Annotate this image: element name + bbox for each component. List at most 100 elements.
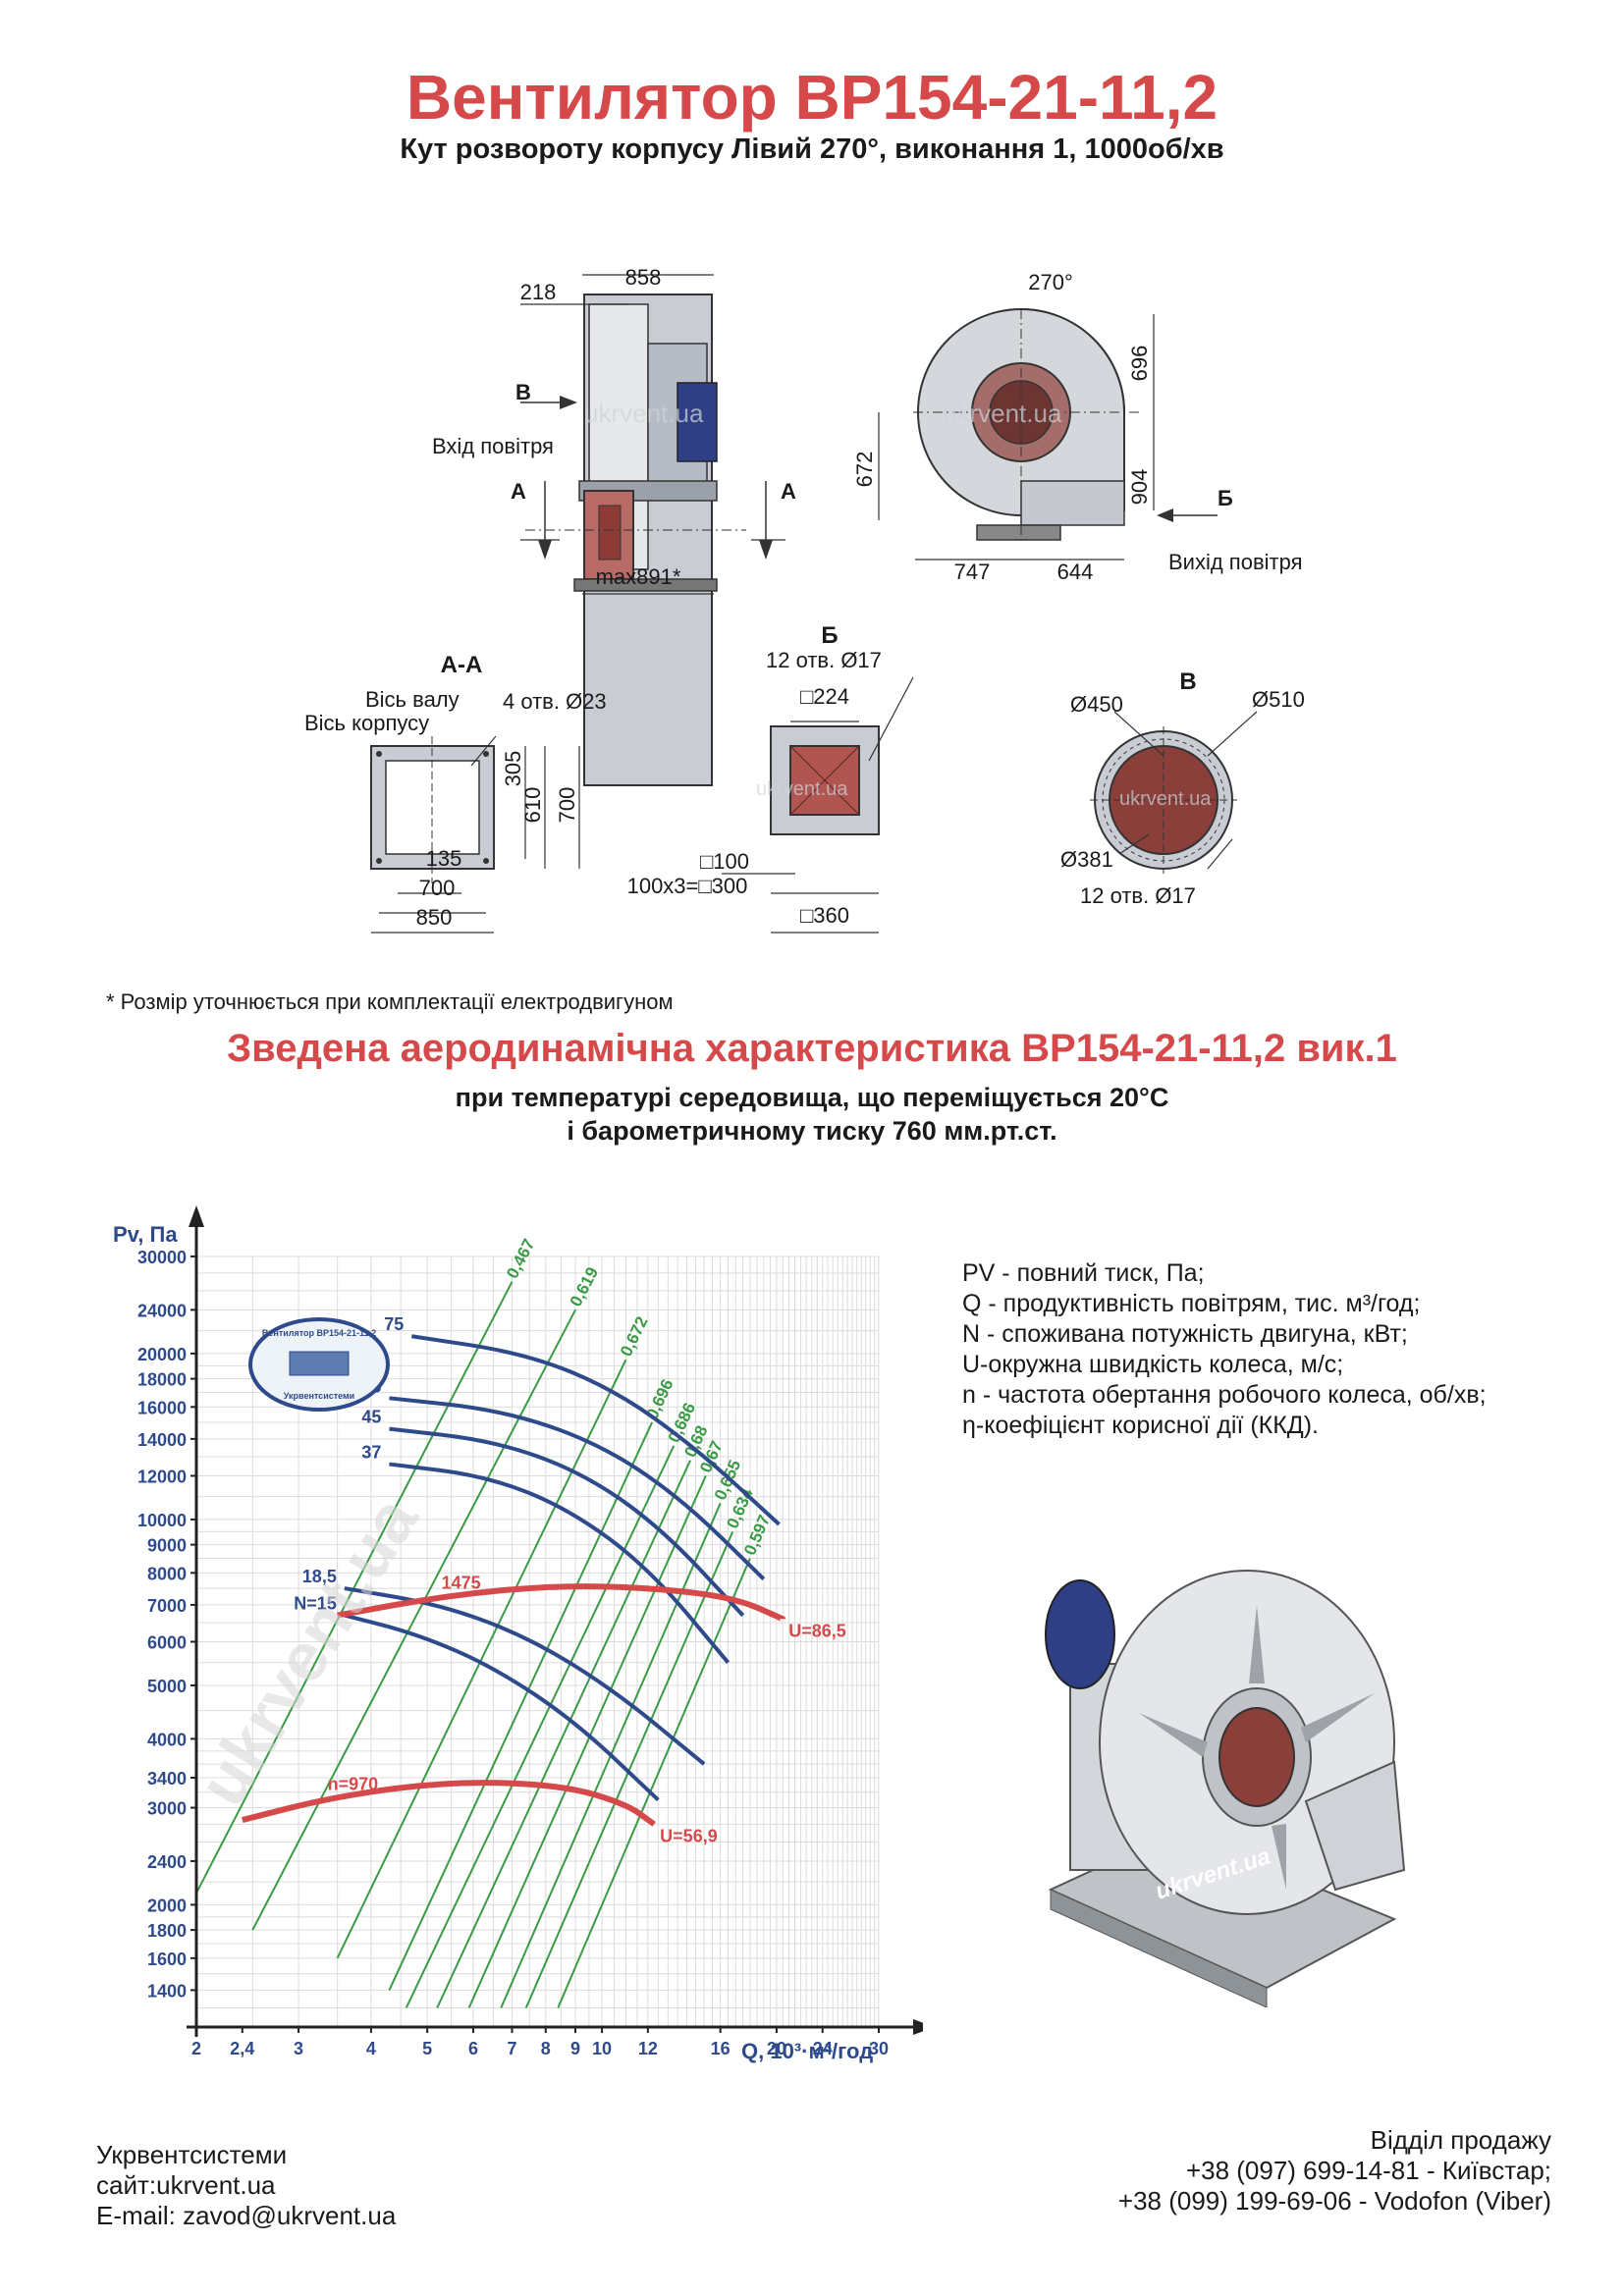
efficiency-line: [405, 1445, 676, 2008]
watermark-4: ukrvent.ua: [1119, 788, 1212, 810]
phone-2[interactable]: +38 (099) 199-69-06 - Vodofon (Viber): [1117, 2186, 1551, 2216]
email-link[interactable]: E-mail: zavod@ukrvent.ua: [96, 2201, 397, 2230]
x-tick-label: 24: [813, 2039, 833, 2058]
efficiency-line: [251, 1308, 576, 1931]
watermark-3: ukrvent.ua: [756, 778, 848, 800]
efficiency-line: [195, 1281, 514, 1894]
footer-contacts: Укрвентсистеми сайт:ukrvent.ua E-mail: z…: [96, 2140, 396, 2231]
section-a-left: А: [511, 479, 526, 504]
dim-360: □360: [800, 903, 849, 928]
dim-672: 672: [852, 452, 877, 488]
dim-700-v: 700: [555, 787, 579, 824]
holes-12x17-v: 12 отв. Ø17: [1080, 883, 1196, 908]
x-tick-label: 20: [767, 2039, 786, 2058]
sales-title: Відділ продажу: [1370, 2125, 1551, 2155]
speed-label: 1475: [442, 1574, 481, 1593]
x-tick-label: 3: [294, 2039, 303, 2058]
efficiency-line: [336, 1359, 627, 1959]
phone-1[interactable]: +38 (097) 699-14-81 - Київстар;: [1185, 2156, 1551, 2185]
efficiency-line: [467, 1475, 707, 2008]
holes-12x17-b: 12 отв. Ø17: [766, 648, 882, 672]
logo-text-1: Вентилятор ВР154-21-11,2: [262, 1328, 376, 1338]
x-axis-arrow: [913, 2019, 923, 2035]
power-label: 37: [361, 1443, 381, 1463]
dim-850: 850: [416, 905, 453, 930]
dim-224: □224: [800, 684, 849, 709]
chart-logo: Вентилятор ВР154-21-11,2 Укрвентсистеми: [248, 1317, 390, 1412]
y-tick-label: 3000: [147, 1799, 187, 1819]
outlet-label: Вихід повітря: [1168, 550, 1303, 574]
dim-d450: Ø450: [1070, 692, 1123, 717]
y-tick-label: 14000: [137, 1430, 187, 1450]
y-tick-label: 12000: [137, 1467, 187, 1486]
x-tick-label: 4: [366, 2039, 376, 2058]
y-tick-label: 8000: [147, 1564, 187, 1583]
x-tick-label: 7: [508, 2039, 517, 2058]
logo-text-2: Укрвентсистеми: [284, 1391, 354, 1401]
watermark-1: ukrvent.ua: [584, 399, 704, 428]
x-tick-label: 12: [638, 2039, 658, 2058]
aero-chart: 0,4670,6190,6720,6960,6860,680,670,6550,…: [113, 1205, 923, 2063]
legend-item: n - частота обертання робочого колеса, о…: [962, 1381, 1487, 1409]
footnote: * Розмір уточнюється при комплектації ел…: [106, 989, 674, 1014]
y-tick-label: 5000: [147, 1677, 187, 1696]
efficiency-line: [436, 1460, 691, 2008]
y-tick-label: 30000: [137, 1248, 187, 1267]
x-tick-label: 30: [869, 2039, 889, 2058]
shaft-axis-label: Вісь валу: [365, 687, 460, 712]
front-view-drawing: 270° 696 672 904 747 644 Б Вихід повітря: [852, 270, 1303, 584]
dim-d510: Ø510: [1252, 687, 1305, 712]
view-b-flange-drawing: Б 12 отв. Ø17 □224 □100 100х3=□300 □360: [627, 622, 914, 934]
page-subtitle: Кут розвороту корпусу Лівий 270°, викона…: [400, 133, 1224, 165]
y-axis-arrow: [189, 1205, 204, 1227]
power-curve: [389, 1462, 731, 1665]
x-tick-label: 8: [541, 2039, 551, 2058]
y-tick-label: 2000: [147, 1896, 187, 1915]
dim-305: 305: [501, 751, 525, 787]
speed-curve: [337, 1583, 785, 1622]
aero-title: Зведена аеродинамічна характеристика ВР1…: [227, 1027, 1397, 1070]
view-v-title: В: [1179, 668, 1196, 695]
dim-d381: Ø381: [1060, 847, 1113, 872]
dim-644: 644: [1057, 560, 1094, 584]
speed-end-label: U=56,9: [660, 1826, 718, 1845]
footer-sales: Відділ продажу +38 (097) 699-14-81 - Киї…: [1118, 2125, 1551, 2216]
dim-300: 100х3=□300: [627, 874, 748, 898]
body-axis-label: Вісь корпусу: [304, 711, 429, 735]
y-tick-label: 20000: [137, 1345, 187, 1364]
dim-700-h: 700: [419, 876, 456, 900]
drawings: 858 218 В Вхід повітря А А max891* 270° …: [304, 265, 1305, 934]
y-tick-label: 7000: [147, 1596, 187, 1616]
y-tick-label: 1800: [147, 1921, 187, 1941]
x-tick-label: 10: [592, 2039, 612, 2058]
company-name: Укрвентсистеми: [96, 2140, 288, 2169]
dim-696: 696: [1127, 346, 1152, 382]
section-a-right: А: [781, 479, 796, 504]
site-link[interactable]: сайт:ukrvent.ua: [96, 2170, 276, 2200]
y-tick-label: 6000: [147, 1633, 187, 1653]
dim-904: 904: [1127, 469, 1152, 506]
side-view-drawing: 858 218 В Вхід повітря А А max891*: [432, 265, 796, 786]
power-curve: [389, 1426, 745, 1617]
efficiency-line: [524, 1531, 734, 2008]
label-b: В: [515, 380, 531, 404]
dim-100: □100: [700, 849, 749, 874]
x-tick-label: 16: [711, 2039, 731, 2058]
dim-135: 135: [426, 846, 462, 871]
power-label: 75: [384, 1314, 404, 1334]
legend: PV - повний тиск, Па; Q - продуктивність…: [962, 1258, 1487, 1441]
x-tick-label: 2: [191, 2039, 201, 2058]
legend-item: η-коефіцієнт корисної дії (ККД).: [962, 1412, 1319, 1439]
speed-curve: [242, 1780, 657, 1827]
chart-axes: 1400160018002000240030003400400050006000…: [137, 1205, 923, 2058]
section-aa-title: А-А: [441, 652, 483, 678]
y-axis-label: Pv, Па: [113, 1222, 178, 1247]
dim-218: 218: [520, 280, 557, 304]
power-curve: [344, 1613, 660, 1802]
legend-item: PV - повний тиск, Па;: [962, 1259, 1205, 1287]
y-tick-label: 1400: [147, 1981, 187, 2001]
speed-end-label: U=86,5: [788, 1621, 846, 1640]
label-b-front: Б: [1218, 486, 1233, 510]
